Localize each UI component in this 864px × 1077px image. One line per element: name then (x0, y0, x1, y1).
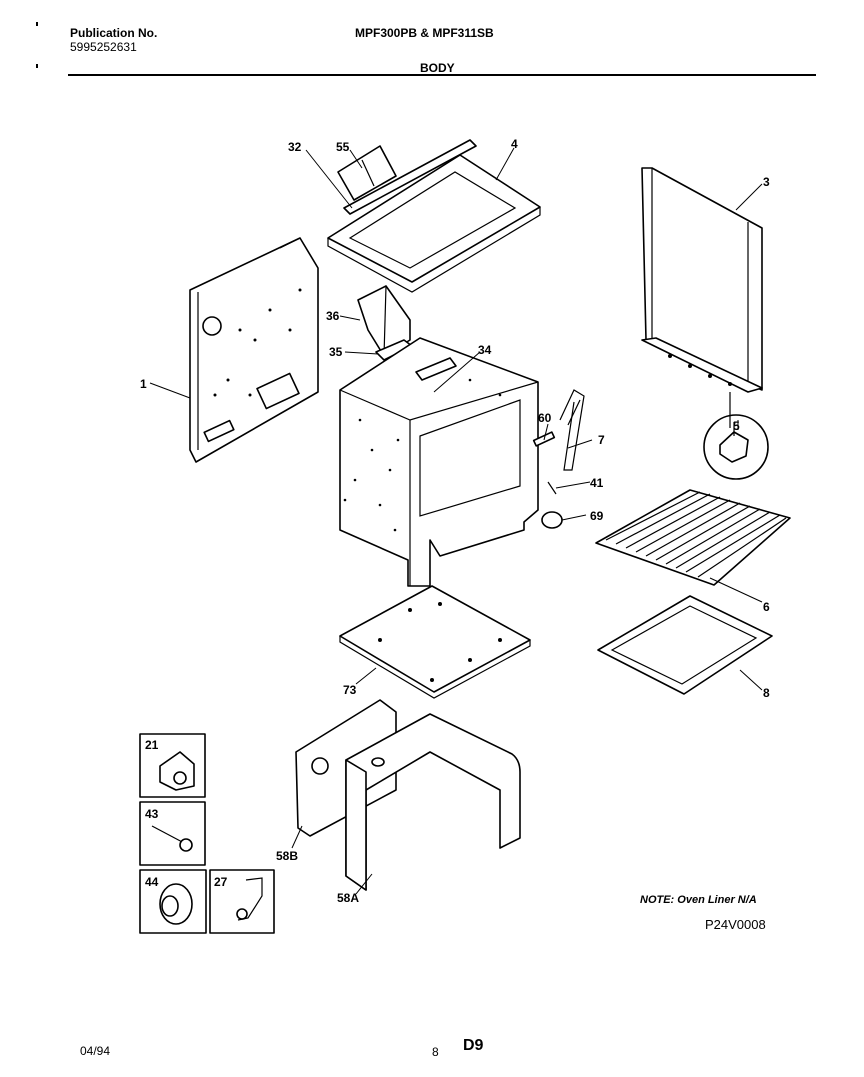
callout-4: 4 (511, 137, 518, 151)
callout-58A: 58A (337, 891, 359, 905)
callout-35: 35 (329, 345, 343, 359)
margin-mark-side (36, 64, 38, 68)
callout-21: 21 (145, 738, 159, 752)
callout-32: 32 (288, 140, 302, 154)
callout-73: 73 (343, 683, 357, 697)
publication-number: 5995252631 (70, 40, 137, 54)
oven-body-cabinet (339, 337, 539, 587)
part-7-element (559, 389, 585, 471)
footer-date: 04/94 (80, 1044, 111, 1058)
part-5-leveler-detail (703, 392, 769, 480)
callout-6: 6 (763, 600, 770, 614)
note-oven-liner: NOTE: Oven Liner N/A (640, 894, 757, 906)
part-1-side-panel (189, 237, 319, 463)
callout-8: 8 (763, 686, 770, 700)
callout-58B: 58B (276, 849, 298, 863)
callout-43: 43 (145, 807, 159, 821)
part-58A-base-shroud (345, 713, 521, 891)
part-3-door-panel (641, 167, 763, 393)
margin-mark-top (36, 22, 38, 26)
callout-55: 55 (336, 140, 350, 154)
callout-3: 3 (763, 175, 770, 189)
footer-page-code: D9 (463, 1037, 484, 1054)
header-rule (68, 74, 816, 76)
part-4-top-frame (327, 154, 541, 293)
part-41-pin (547, 481, 557, 495)
part-69-plug (541, 511, 563, 529)
callout-5: 5 (733, 419, 740, 433)
model-numbers: MPF300PB & MPF311SB (355, 26, 494, 40)
callout-60: 60 (538, 411, 552, 425)
hardware-box-21 (139, 733, 206, 798)
publication-label: Publication No. (70, 26, 158, 40)
callout-34: 34 (478, 343, 492, 357)
callout-7: 7 (598, 433, 605, 447)
footer-page-number: 8 (432, 1045, 439, 1059)
hardware-box-27 (209, 869, 275, 934)
part-32-strip (343, 139, 477, 215)
drawing-code: P24V0008 (705, 917, 766, 932)
callout-44: 44 (145, 875, 159, 889)
part-6-oven-rack (595, 489, 791, 586)
hardware-box-43 (139, 801, 206, 866)
part-55-bracket (337, 145, 397, 201)
leader-lines (149, 147, 763, 895)
part-36-duct (357, 285, 411, 357)
part-73-bottom-plate (339, 585, 531, 699)
callout-36: 36 (326, 309, 340, 323)
callout-69: 69 (590, 509, 604, 523)
callout-41: 41 (590, 476, 604, 490)
hardware-box-44 (139, 869, 207, 934)
callout-1: 1 (140, 377, 147, 391)
callout-27: 27 (214, 875, 228, 889)
section-title: BODY (420, 61, 455, 75)
part-8-broiler-pan (597, 595, 773, 695)
